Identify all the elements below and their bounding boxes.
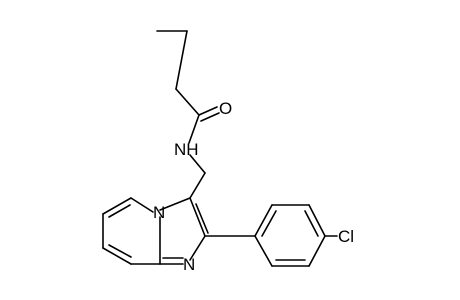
bond-n-ch2 <box>189 154 206 174</box>
bond-c3-c2-double <box>195 203 209 234</box>
bond-ph4-ph5 <box>308 235 326 267</box>
atom-label-amide-nitrogen: NH <box>174 140 199 159</box>
bond-c3-c4 <box>175 88 200 116</box>
atom-label-ring-nitrogen: N <box>183 255 195 274</box>
bond-c3-c2 <box>189 197 206 237</box>
bond-c7-c8-double <box>108 244 132 258</box>
atom-label-oxygen: O <box>219 99 232 118</box>
bond-ph1-ph2-double <box>261 210 277 237</box>
bond-nbridge-c5 <box>130 197 154 213</box>
bond-c4-n <box>188 114 200 144</box>
bond-c2-n1 <box>189 235 206 261</box>
bond-c4-o-a <box>198 106 218 116</box>
atom-label-chlorine: Cl <box>338 227 354 246</box>
atom-label-bridge-nitrogen: N <box>153 203 165 222</box>
bond-ph6-ph1 <box>254 235 273 267</box>
bond-ph3-ph4-double <box>304 210 319 237</box>
bond-c5-c6 <box>102 197 132 215</box>
bond-ph3-ph4 <box>308 204 326 237</box>
bond-c4-o-b <box>200 112 220 122</box>
bond-c2-c3 <box>175 30 188 90</box>
bond-c3-nbridge <box>159 197 191 211</box>
bond-ph1-ph2 <box>254 204 273 237</box>
bond-ch2-c3ring <box>189 172 206 199</box>
bond-c7-c8 <box>102 247 132 265</box>
bond-c5-c6-double <box>108 204 131 218</box>
